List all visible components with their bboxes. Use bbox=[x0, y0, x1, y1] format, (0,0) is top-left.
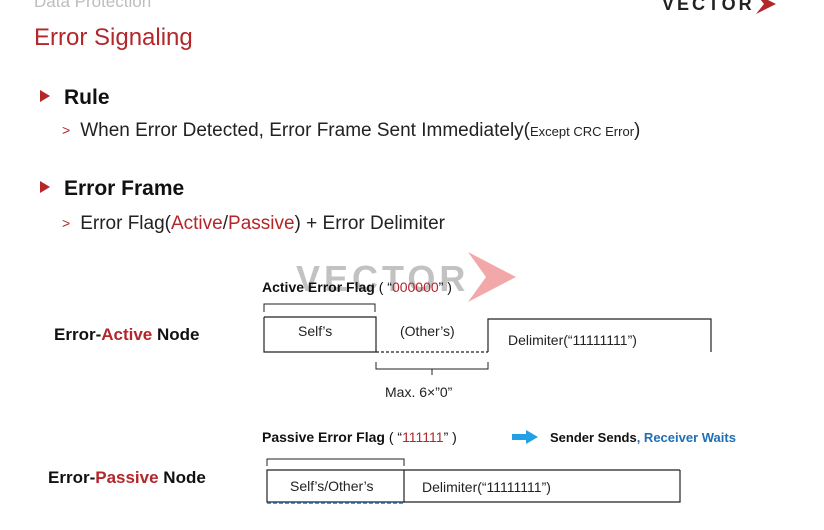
bullet-triangle-icon bbox=[40, 90, 50, 103]
vector-logo-text: VECTOR bbox=[662, 0, 755, 14]
watermark-logo-icon bbox=[468, 252, 516, 302]
active-error-flag-label: Active Error Flag ( “000000” ) bbox=[262, 279, 452, 295]
error-passive-node-label: Error-Passive Node bbox=[48, 468, 206, 487]
chevron-right-icon: > bbox=[62, 122, 71, 138]
vector-logo-icon bbox=[756, 0, 776, 14]
passive-error-flag-label: Passive Error Flag ( “111111” ) bbox=[262, 429, 457, 445]
max-bits-note: Max. 6×”0” bbox=[385, 384, 453, 400]
error-frame-point: >Error Flag(Active/Passive) + Error Deli… bbox=[62, 213, 445, 234]
breadcrumb: Data Protection bbox=[34, 0, 152, 11]
page-title: Error Signaling bbox=[34, 24, 193, 51]
error-active-node-label: Error-Active Node bbox=[54, 325, 200, 344]
passive-behavior-note: Sender Sends, Receiver Waits bbox=[550, 430, 736, 445]
active-delimiter-label: Delimiter(“11111111”) bbox=[508, 332, 637, 348]
rule-point: >When Error Detected, Error Frame Sent I… bbox=[62, 120, 641, 141]
self-box-label: Self’s bbox=[298, 323, 333, 339]
others-box-label: (Other’s) bbox=[400, 323, 455, 339]
error-frame-heading: Error Frame bbox=[40, 177, 184, 201]
rule-heading: Rule bbox=[40, 86, 110, 110]
bullet-triangle-icon bbox=[40, 181, 50, 194]
passive-delimiter-label: Delimiter(“11111111”) bbox=[422, 479, 551, 495]
self-others-box-label: Self’s/Other’s bbox=[290, 478, 374, 494]
chevron-right-icon: > bbox=[62, 215, 71, 231]
arrow-right-icon bbox=[512, 430, 538, 444]
watermark-text: VECTOR bbox=[296, 258, 470, 299]
